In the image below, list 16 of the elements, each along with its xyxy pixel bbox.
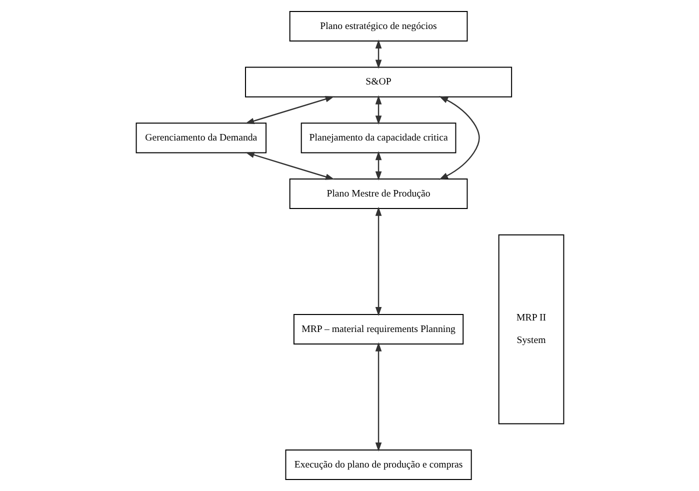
arrow	[438, 96, 480, 180]
node-box: Execução do plano de produção e compras	[284, 449, 472, 480]
arrow	[374, 95, 382, 125]
node-box: MRP II System	[498, 234, 564, 424]
arrow	[374, 151, 382, 180]
arrow	[374, 342, 382, 452]
node-box: MRP – material requirements Planning	[292, 314, 464, 345]
arrow	[374, 206, 382, 316]
node-box: Gerenciamento da Demanda	[135, 122, 266, 154]
node-box: Planejamento da capacidade critica	[300, 122, 456, 154]
node-box: Plano estratégico de negócios	[288, 10, 468, 42]
node-box: S&OP	[244, 66, 512, 98]
node-box: Plano Mestre de Produção	[288, 178, 468, 210]
arrow	[244, 152, 334, 180]
arrow	[374, 39, 382, 69]
arrow	[244, 96, 334, 124]
